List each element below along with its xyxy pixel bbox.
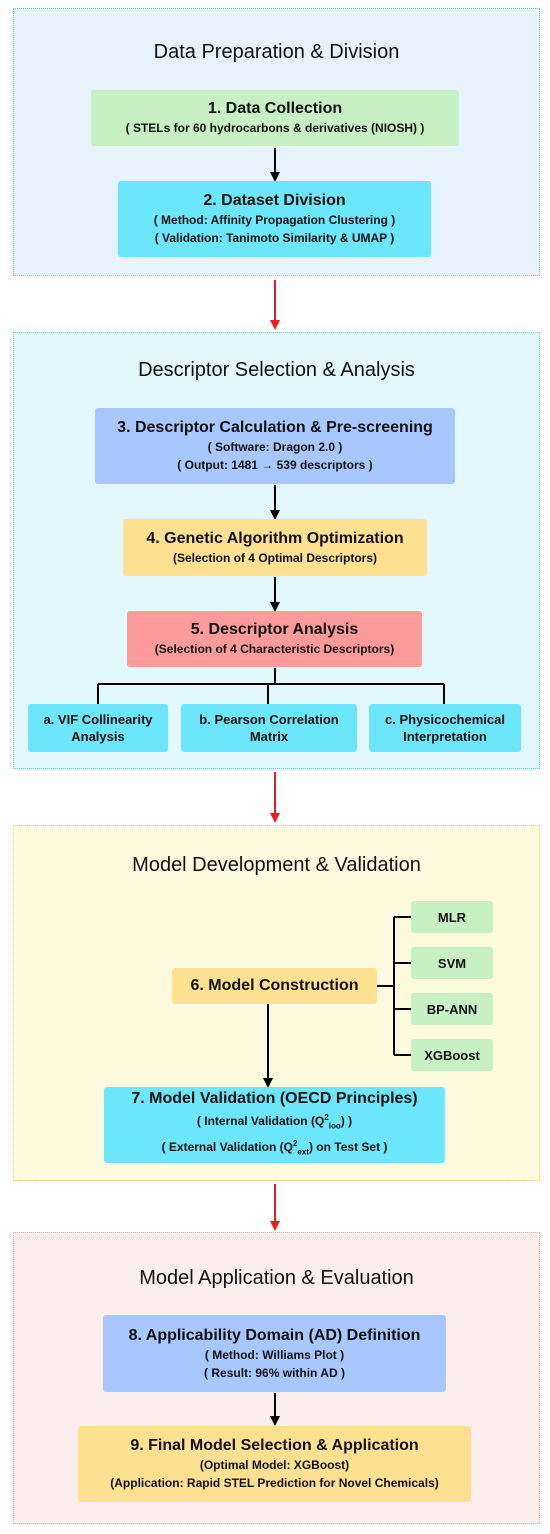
step-title: 4. Genetic Algorithm Optimization — [146, 529, 404, 547]
step-detail: (Application: Rapid STEL Prediction for … — [110, 1476, 439, 1490]
model-mlr: MLR — [411, 901, 493, 933]
step-title: 7. Model Validation (OECD Principles) — [131, 1089, 418, 1107]
sub-line: a. VIF Collinearity — [43, 712, 153, 727]
sub-line: Matrix — [249, 729, 289, 744]
step-detail: ( Result: 96% within AD ) — [204, 1365, 345, 1380]
step-title: 1. Data Collection — [207, 100, 343, 117]
step-detail: (Optimal Model: XGBoost) — [199, 1458, 350, 1472]
step-1-data-collection: 1. Data Collection ( STELs for 60 hydroc… — [91, 90, 459, 146]
step-title: 6. Model Construction — [190, 977, 359, 994]
external-validation: ( External Validation (Q2ext) on Test Se… — [161, 1139, 388, 1157]
step-title: 5. Descriptor Analysis — [190, 621, 359, 638]
step-detail: ( Software: Dragon 2.0 ) — [207, 440, 343, 454]
step-8-applicability-domain: 8. Applicability Domain (AD) Definition … — [103, 1315, 446, 1392]
step-detail: (Selection of 4 Characteristic Descripto… — [154, 642, 395, 656]
step-9-final-model: 9. Final Model Selection & Application (… — [78, 1426, 471, 1502]
model-label: MLR — [437, 909, 467, 925]
step-detail: (Selection of 4 Optimal Descriptors) — [172, 550, 378, 565]
model-label: XGBoost — [424, 1047, 480, 1063]
sub-line: Analysis — [71, 729, 125, 744]
step-5a-vif-collinearity: a. VIF Collinearity Analysis — [28, 704, 168, 752]
section-title: Model Application & Evaluation — [139, 1267, 414, 1289]
step-detail: ( Validation: Tanimoto Similarity & UMAP… — [154, 231, 395, 245]
step-detail: ( Output: 1481 → 539 descriptors ) — [177, 458, 373, 472]
section-title: Descriptor Selection & Analysis — [138, 359, 415, 381]
step-title: 2. Dataset Division — [203, 192, 346, 209]
sub-line: b. Pearson Correlation — [199, 712, 339, 727]
step-5-descriptor-analysis: 5. Descriptor Analysis (Selection of 4 C… — [127, 611, 422, 667]
step-5b-pearson-correlation: b. Pearson Correlation Matrix — [181, 704, 357, 752]
step-6-model-construction: 6. Model Construction — [172, 968, 377, 1004]
step-5c-physicochemical: c. Physicochemical Interpretation — [369, 704, 521, 752]
section-descriptor-selection: Descriptor Selection & Analysis — [13, 332, 540, 769]
step-title: 8. Applicability Domain (AD) Definition — [128, 1326, 421, 1344]
section-title: Model Development & Validation — [132, 854, 421, 876]
step-3-descriptor-calculation: 3. Descriptor Calculation & Pre-screenin… — [95, 408, 455, 484]
step-detail: ( Method: Williams Plot ) — [204, 1347, 345, 1362]
sub-line: c. Physicochemical — [385, 712, 505, 727]
step-title: 3. Descriptor Calculation & Pre-screenin… — [117, 419, 433, 436]
step-4-genetic-algorithm: 4. Genetic Algorithm Optimization (Selec… — [123, 519, 427, 576]
step-detail: ( STELs for 60 hydrocarbons & derivative… — [125, 121, 425, 135]
section-title: Data Preparation & Division — [153, 41, 400, 63]
step-7-model-validation: 7. Model Validation (OECD Principles) ( … — [104, 1087, 445, 1163]
step-2-dataset-division: 2. Dataset Division ( Method: Affinity P… — [118, 181, 431, 257]
step-title: 9. Final Model Selection & Application — [130, 1437, 419, 1454]
model-xgboost: XGBoost — [411, 1039, 493, 1071]
model-label: SVM — [437, 955, 467, 971]
model-svm: SVM — [411, 947, 493, 979]
step-detail: ( Method: Affinity Propagation Clusterin… — [153, 213, 396, 227]
model-bp-ann: BP-ANN — [411, 993, 493, 1025]
sub-line: Interpretation — [403, 729, 487, 744]
internal-validation: ( Internal Validation (Q2loo) ) — [196, 1112, 353, 1130]
model-label: BP-ANN — [426, 1001, 478, 1017]
